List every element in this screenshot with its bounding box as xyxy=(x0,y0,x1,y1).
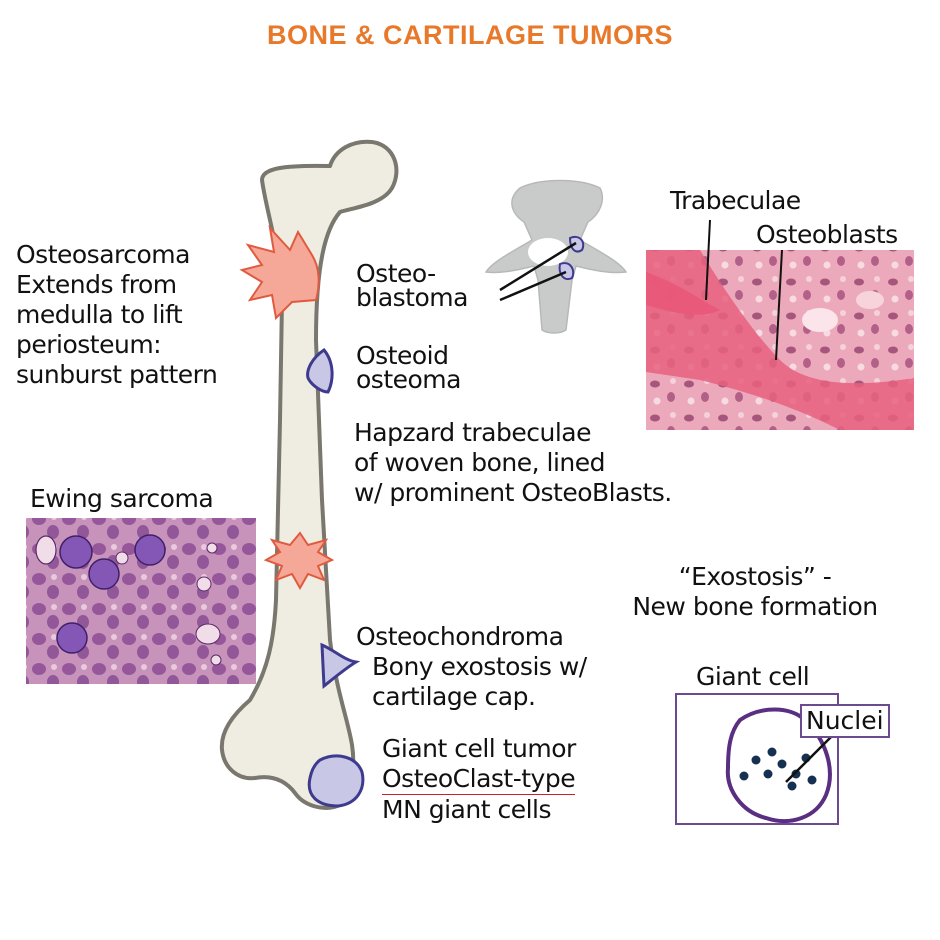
osteosarcoma-label: Osteosarcoma Extends from medulla to lif… xyxy=(16,240,218,389)
osteoid-osteoma-label: Osteoid osteoma xyxy=(356,341,461,394)
trabeculae-label: Trabeculae xyxy=(670,186,801,215)
ewing-lesion xyxy=(263,531,335,591)
trabecular-histology-image xyxy=(646,219,914,430)
osteosarcoma-lesion xyxy=(239,224,320,321)
giant-cell-label: Giant cell xyxy=(696,662,810,691)
osteoid-osteoma-lesion xyxy=(306,348,334,394)
osteoid-osteoma-description: Hapzard trabeculae of woven bone, lined … xyxy=(354,418,672,507)
osteochondroma-label: Osteochondroma Bony exostosis w/ cartila… xyxy=(356,622,587,711)
ewing-histology-image xyxy=(26,518,256,684)
nuclei-label: Nuclei xyxy=(800,704,890,738)
vertebra-illustration xyxy=(484,179,628,334)
page-title: BONE & CARTILAGE TUMORS xyxy=(267,20,673,50)
giant-cell-tumor-label: Giant cell tumor OsteoClast-type MN gian… xyxy=(382,734,576,824)
giant-cell-tumor-lesion xyxy=(307,754,365,808)
exostosis-label: “Exostosis” - New bone formation xyxy=(632,562,878,621)
osteoblasts-label: Osteoblasts xyxy=(756,220,898,249)
osteoblastoma-label: Osteo- blastoma xyxy=(356,259,468,312)
ewing-sarcoma-label: Ewing sarcoma xyxy=(30,484,214,513)
osteochondroma-lesion xyxy=(320,642,361,690)
